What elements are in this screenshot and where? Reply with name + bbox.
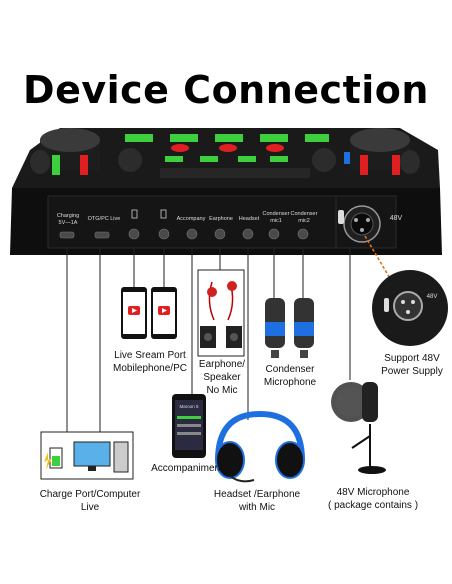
port-label-mic1: Condenser mic1 — [262, 211, 290, 224]
xlr-icon — [343, 205, 381, 243]
right-large-knob — [344, 128, 410, 175]
caption-48v-mic: 48V Microphone ( package contains ) — [327, 487, 419, 511]
phone-screen-title: Maroon 5 — [179, 404, 199, 409]
port-label-48v: 48V — [389, 215, 403, 222]
caption-support-48v: Support 48V Power Supply — [381, 353, 443, 377]
mic-icon — [265, 298, 314, 358]
caption-accompaniment: Accompaniment — [151, 463, 223, 474]
port-label-accompany: Accompany — [176, 216, 206, 222]
inset-48v-label: 48V — [426, 294, 438, 300]
port-label-headset: Headset — [238, 216, 260, 222]
left-large-knob — [40, 128, 100, 175]
caption-live-stream: Live Sream Port Mobilephone/PC — [113, 350, 187, 374]
front-jacks — [59, 228, 309, 240]
port-label-earphone: Earphone — [209, 216, 233, 222]
caption-earphone: Earphone/ Speaker No Mic — [198, 359, 246, 396]
caption-charge-port: Charge Port/Computer Live — [39, 489, 141, 513]
youtube-icon — [151, 287, 177, 339]
phone-icon — [121, 287, 147, 339]
port-label-otg: OTG/PC Live — [87, 216, 121, 222]
speaker-icon — [200, 326, 242, 348]
caption-headset: Headset /Earphone with Mic — [213, 489, 301, 513]
xlr-inset — [372, 270, 448, 346]
port-label-charging: Charging 5V—1A — [56, 213, 80, 226]
battery-icon — [44, 447, 63, 470]
caption-condenser: Condenser Microphone — [263, 364, 317, 388]
port-label-mic2: Condenser mic2 — [290, 211, 318, 224]
page-title: Device Connection — [23, 68, 429, 112]
headset-icon — [215, 410, 305, 483]
